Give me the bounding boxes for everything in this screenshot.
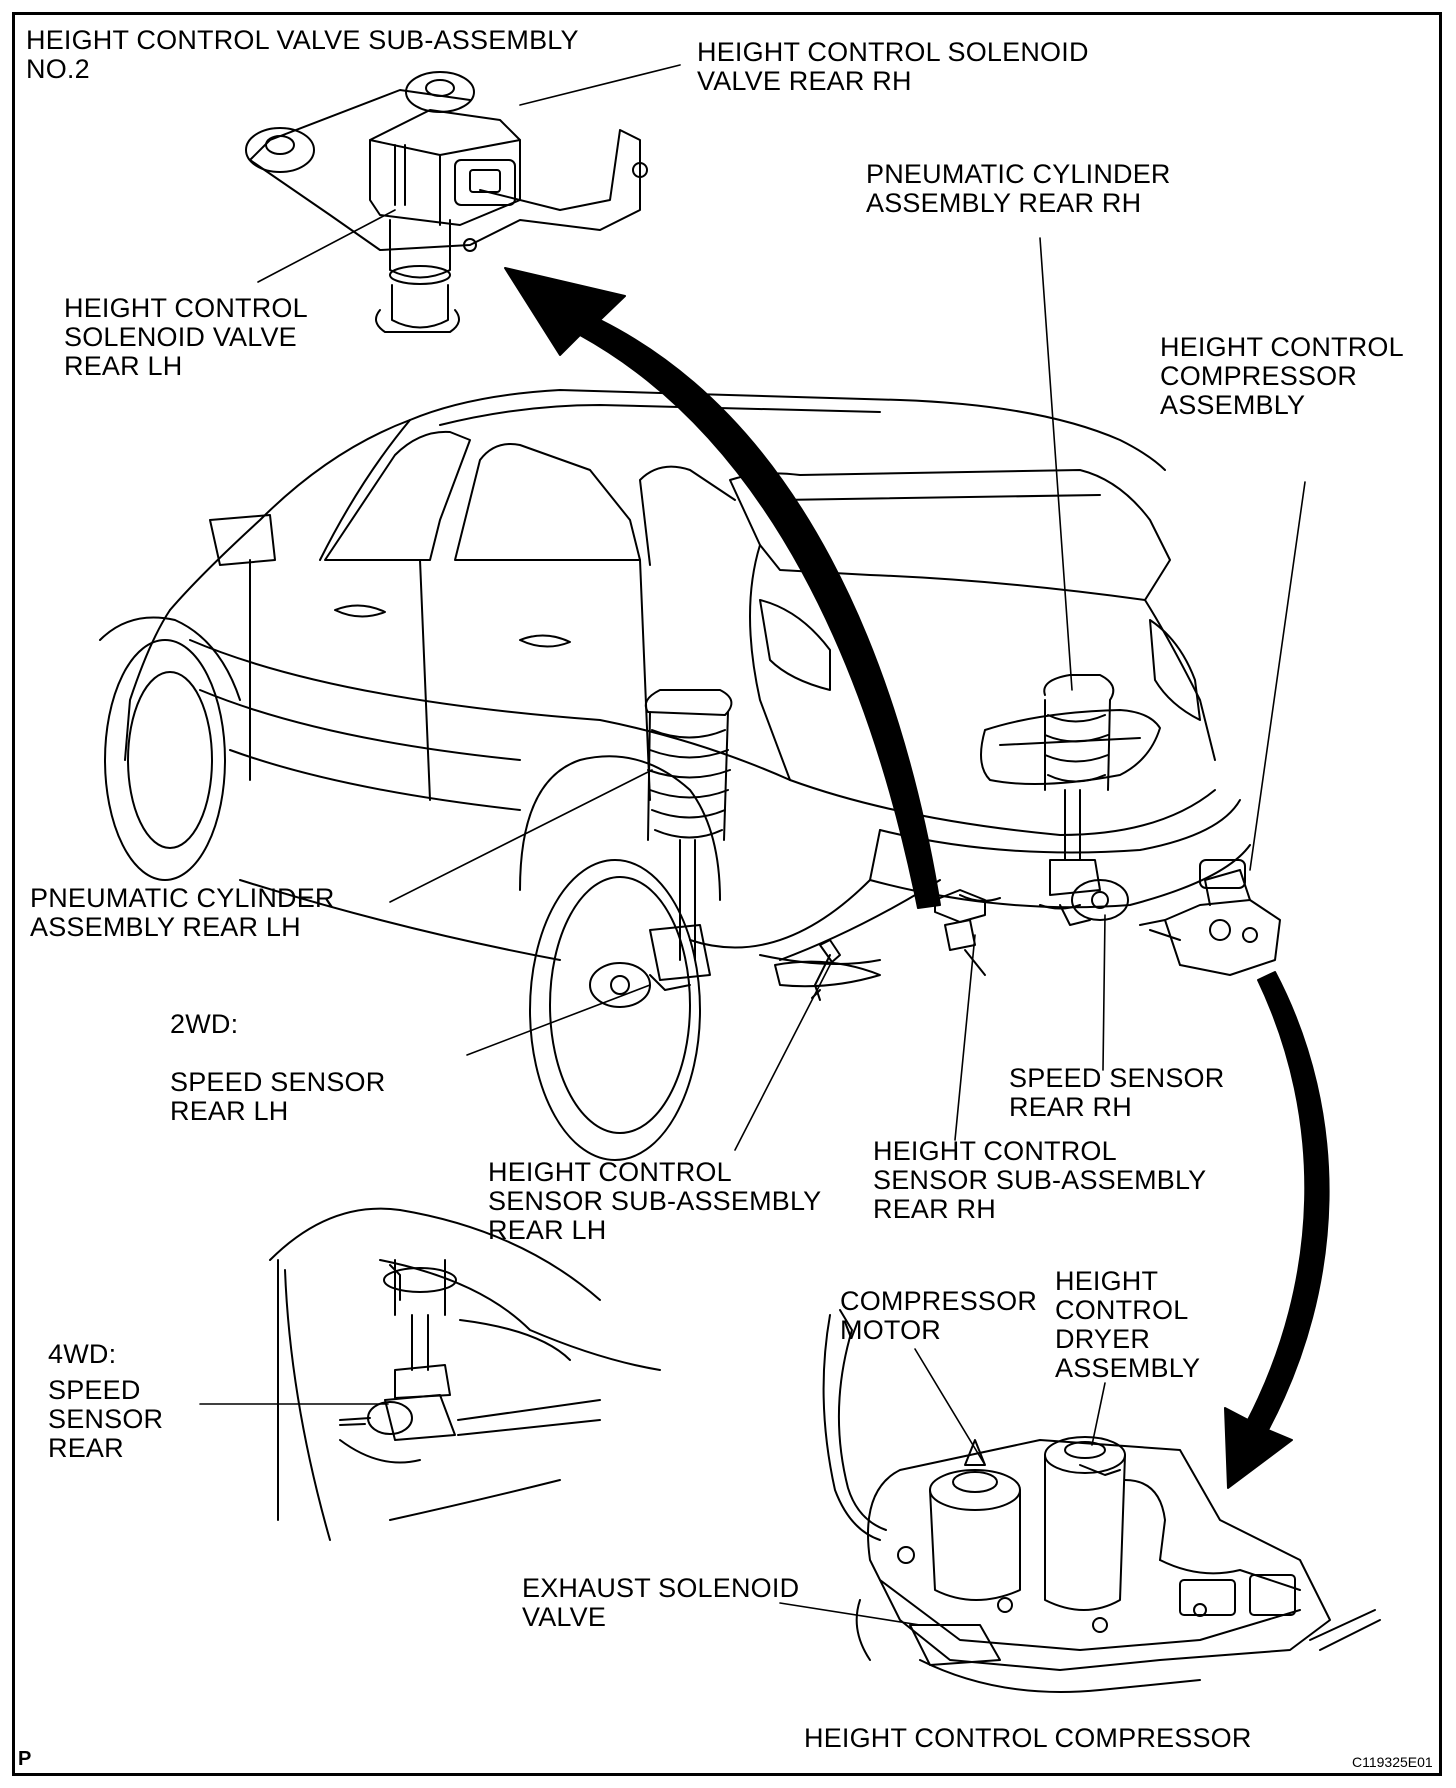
label-2wd: 2WD:	[170, 1009, 239, 1039]
arrow-to-top-detail	[504, 267, 941, 909]
label-height-control-valve-sub-assembly-no2: HEIGHT CONTROL VALVE SUB-ASSEMBLY NO.2	[26, 25, 579, 84]
page-mark: P	[18, 1748, 32, 1770]
speed-sensor-rear-rh-drawing	[1059, 879, 1129, 926]
label-speed-sensor-rear-lh: SPEED SENSOR REAR LH	[170, 1067, 386, 1126]
label-exhaust-solenoid-valve: EXHAUST SOLENOID VALVE	[522, 1573, 800, 1632]
label-height-control-solenoid-valve-rear-rh: HEIGHT CONTROL SOLENOID VALVE REAR RH	[697, 37, 1089, 96]
label-height-control-sensor-sub-assembly-rear-lh: HEIGHT CONTROL SENSOR SUB-ASSEMBLY REAR …	[488, 1157, 822, 1245]
label-4wd: 4WD:	[48, 1339, 117, 1369]
pneumatic-cylinder-rear-rh-drawing	[1043, 674, 1115, 896]
label-compressor-motor: COMPRESSOR MOTOR	[840, 1286, 1038, 1345]
speed-sensor-4wd-inset-drawing	[269, 1207, 661, 1541]
vehicle-body-drawing	[99, 389, 1251, 1161]
figure-code: C119325E01	[1352, 1754, 1433, 1770]
leader-lines	[199, 64, 1306, 1626]
figure-border	[12, 12, 1442, 1776]
label-height-control-compressor-assembly: HEIGHT CONTROL COMPRESSOR ASSEMBLY	[1160, 332, 1404, 420]
label-height-control-compressor: HEIGHT CONTROL COMPRESSOR	[804, 1723, 1252, 1753]
label-pneumatic-cylinder-assembly-rear-rh: PNEUMATIC CYLINDER ASSEMBLY REAR RH	[866, 159, 1171, 218]
label-speed-sensor-rear-4wd: SPEED SENSOR REAR	[48, 1375, 164, 1463]
label-pneumatic-cylinder-assembly-rear-lh: PNEUMATIC CYLINDER ASSEMBLY REAR LH	[30, 883, 335, 942]
label-height-control-dryer-assembly: HEIGHT CONTROL DRYER ASSEMBLY	[1055, 1266, 1201, 1383]
height-control-compressor-in-vehicle-drawing	[1139, 859, 1281, 976]
label-speed-sensor-rear-rh: SPEED SENSOR REAR RH	[1009, 1063, 1225, 1122]
label-height-control-solenoid-valve-rear-lh: HEIGHT CONTROL SOLENOID VALVE REAR LH	[64, 293, 308, 381]
arrow-to-compressor-detail	[1224, 971, 1330, 1489]
pneumatic-cylinder-rear-lh-drawing	[589, 689, 733, 1008]
label-height-control-sensor-sub-assembly-rear-rh: HEIGHT CONTROL SENSOR SUB-ASSEMBLY REAR …	[873, 1136, 1207, 1224]
height-control-solenoid-valve-in-vehicle-drawing	[934, 889, 986, 976]
valve-subassembly-no2-drawing	[245, 71, 648, 333]
height-control-compressor-detail-drawing	[822, 1309, 1381, 1693]
